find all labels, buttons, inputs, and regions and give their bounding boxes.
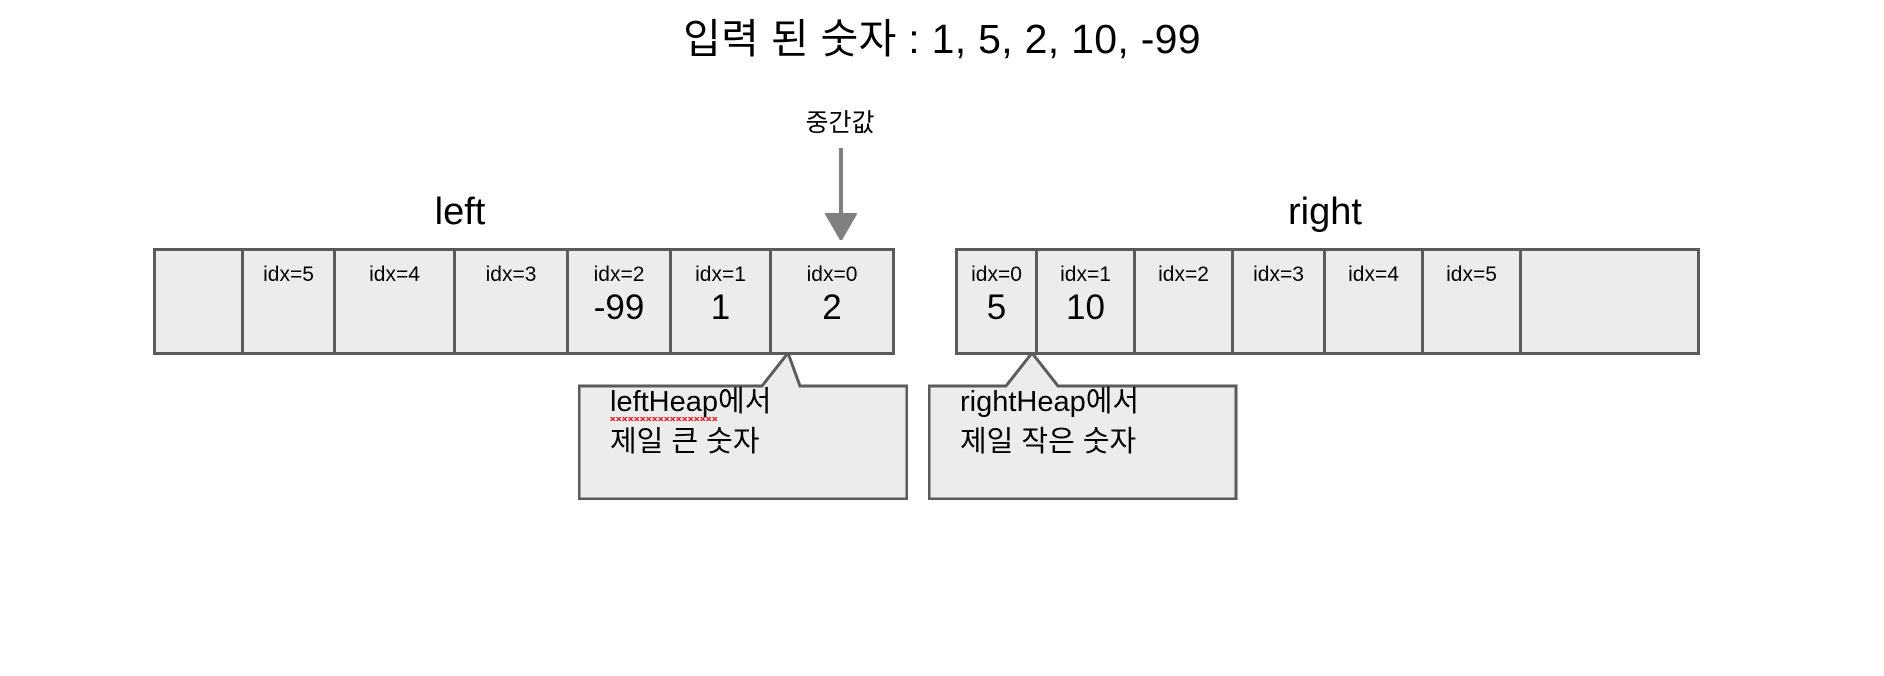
array-cell[interactable]: idx=5 [1424,251,1522,352]
cell-index-label: idx=4 [1348,263,1399,286]
callout-left-heap: leftHeap에서 제일 큰 숫자 [578,352,908,500]
array-cell[interactable] [1522,251,1697,352]
callout-left-line2: 제일 큰 숫자 [610,426,760,458]
cell-index-label: idx=0 [971,263,1022,286]
array-cell[interactable]: idx=0 5 [958,251,1038,352]
array-cell[interactable]: idx=2 -99 [569,251,672,352]
array-cell[interactable]: idx=1 10 [1038,251,1136,352]
array-left: idx=5 idx=4 idx=3 idx=2 -99 idx=1 1 idx=… [153,248,895,355]
page-title: 입력 된 숫자 : 1, 5, 2, 10, -99 [683,16,1201,62]
heap-label-right: right [1288,191,1362,233]
cell-index-label: idx=2 [593,263,645,286]
array-cell[interactable]: idx=5 [244,251,336,352]
array-right: idx=0 5 idx=1 10 idx=2 idx=3 idx=4 idx=5 [955,248,1700,355]
heap-label-left: left [434,191,486,233]
median-label: 중간값 [805,109,875,137]
array-cell[interactable]: idx=3 [456,251,569,352]
down-arrow-icon [825,148,857,240]
array-cell[interactable]: idx=4 [336,251,456,352]
array-cell[interactable]: idx=1 1 [672,251,772,352]
callout-right-text: rightHeap에서 제일 작은 숫자 [960,382,1139,462]
callout-left-term: leftHeap [610,382,719,422]
callout-bubble-shape [578,352,908,500]
callout-right-term: rightHeap [960,386,1086,418]
cell-value: 10 [1066,288,1105,327]
array-cell[interactable] [156,251,244,352]
cell-value: 2 [822,288,842,327]
callout-right-suffix: 에서 [1085,386,1140,418]
cell-index-label: idx=1 [1060,263,1111,286]
callout-right-line1: rightHeap에서 [960,382,1139,422]
cell-index-label: idx=3 [485,263,537,286]
callout-left-suffix: 에서 [718,386,772,418]
cell-index-label: idx=4 [369,263,420,286]
callout-right-line2: 제일 작은 숫자 [960,426,1137,458]
cell-value: -99 [593,288,645,327]
array-cell[interactable]: idx=2 [1136,251,1234,352]
cell-index-label: idx=0 [806,263,858,286]
cell-index-label: idx=1 [695,263,746,286]
cell-index-label: idx=5 [1446,263,1497,286]
callout-left-line1: leftHeap에서 [610,382,771,422]
cell-value: 1 [710,288,731,327]
callout-right-heap: rightHeap에서 제일 작은 숫자 [928,352,1238,500]
array-cell[interactable]: idx=3 [1234,251,1326,352]
array-cell[interactable]: idx=4 [1326,251,1424,352]
cell-index-label: idx=5 [263,263,314,286]
cell-value: 5 [986,288,1007,327]
cell-index-label: idx=2 [1158,263,1209,286]
callout-bubble-shape [928,352,1238,500]
callout-left-text: leftHeap에서 제일 큰 숫자 [610,382,771,462]
array-cell[interactable]: idx=0 2 [772,251,892,352]
cell-index-label: idx=3 [1253,263,1304,286]
